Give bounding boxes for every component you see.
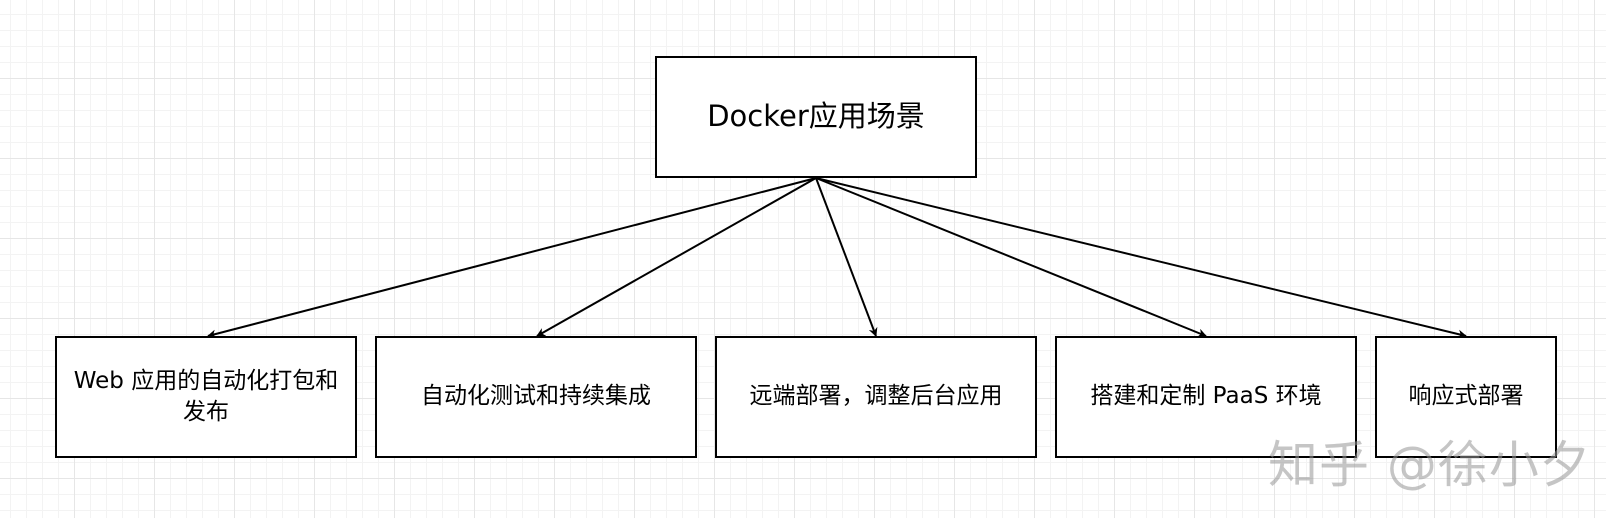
child-node-remote-deploy[interactable]: 远端部署，调整后台应用 bbox=[715, 336, 1037, 458]
child-node-label: 自动化测试和持续集成 bbox=[421, 383, 651, 410]
child-node-label: 响应式部署 bbox=[1408, 383, 1524, 410]
child-node-ci[interactable]: 自动化测试和持续集成 bbox=[375, 336, 697, 458]
edge-root-to-ci bbox=[536, 177, 817, 337]
zhihu-watermark: 知乎 @徐小夕 bbox=[1268, 436, 1591, 494]
edge-root-to-responsive-deploy bbox=[815, 177, 1467, 339]
child-node-label: 搭建和定制 PaaS 环境 bbox=[1090, 383, 1322, 410]
child-node-responsive-deploy[interactable]: 响应式部署 bbox=[1375, 336, 1557, 458]
child-node-label: 远端部署，调整后台应用 bbox=[749, 383, 1003, 410]
child-node-web-packaging[interactable]: Web 应用的自动化打包和发布 bbox=[55, 336, 357, 458]
child-node-label: Web 应用的自动化打包和发布 bbox=[73, 367, 339, 425]
edge-root-to-remote-deploy bbox=[815, 177, 878, 337]
root-node[interactable]: Docker应用场景 bbox=[655, 56, 977, 178]
edge-root-to-paas bbox=[815, 177, 1207, 338]
root-node-label: Docker应用场景 bbox=[707, 99, 925, 134]
edge-root-to-web-packaging bbox=[207, 177, 817, 339]
child-node-paas[interactable]: 搭建和定制 PaaS 环境 bbox=[1055, 336, 1357, 458]
